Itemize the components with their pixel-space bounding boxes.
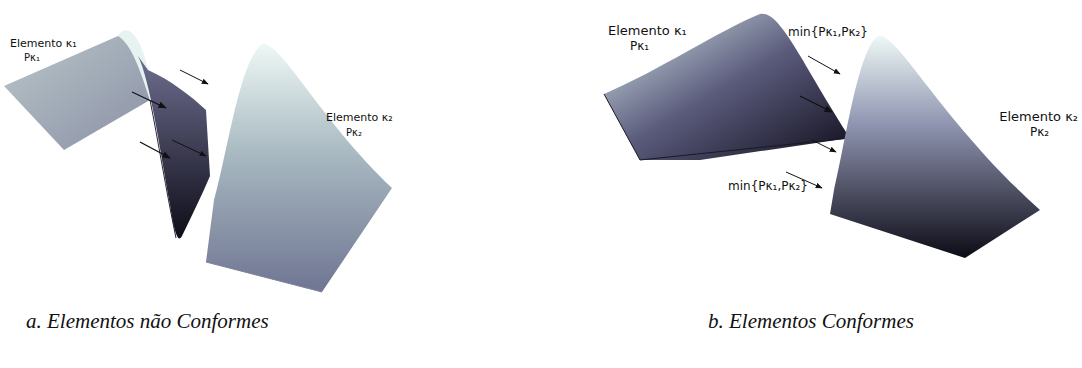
element-label: min{Pκ₁,Pκ₂} xyxy=(728,180,808,193)
element-label: Pκ₁ xyxy=(24,52,40,63)
surface-edge xyxy=(206,262,322,292)
surface-flat xyxy=(4,35,150,150)
arrow xyxy=(808,56,840,74)
surface-k1-a xyxy=(4,30,210,238)
arrows-b xyxy=(786,56,840,188)
element-label: Pκ₂ xyxy=(1030,126,1049,139)
element-label: Pκ₁ xyxy=(630,40,649,53)
arrow xyxy=(812,140,836,152)
arrow xyxy=(180,70,208,84)
arrow xyxy=(140,142,170,158)
element-label: Elemento κ₂ xyxy=(326,112,393,124)
element-label: Pκ₂ xyxy=(346,127,362,138)
panel-caption: a. Elementos não Conformes xyxy=(26,310,269,333)
surface-edge xyxy=(604,94,850,160)
surface-hill xyxy=(206,44,392,292)
arrows-a xyxy=(132,70,208,158)
panel-caption: b. Elementos Conformes xyxy=(708,310,914,333)
surface-k2-a xyxy=(206,44,392,292)
surface-fold xyxy=(118,30,150,100)
element-label: Elemento κ₁ xyxy=(10,38,77,50)
surface-hill xyxy=(830,36,1040,258)
surface-k2-b xyxy=(830,36,1040,258)
surface-edge xyxy=(150,100,176,238)
arrow xyxy=(800,96,832,112)
element-label: min{Pκ₁,Pκ₂} xyxy=(788,26,868,39)
element-label: Elemento κ₂ xyxy=(999,110,1078,124)
surface-trough xyxy=(138,56,210,238)
arrow xyxy=(172,140,206,156)
element-label: Elemento κ₁ xyxy=(608,24,687,38)
arrow xyxy=(132,92,166,108)
